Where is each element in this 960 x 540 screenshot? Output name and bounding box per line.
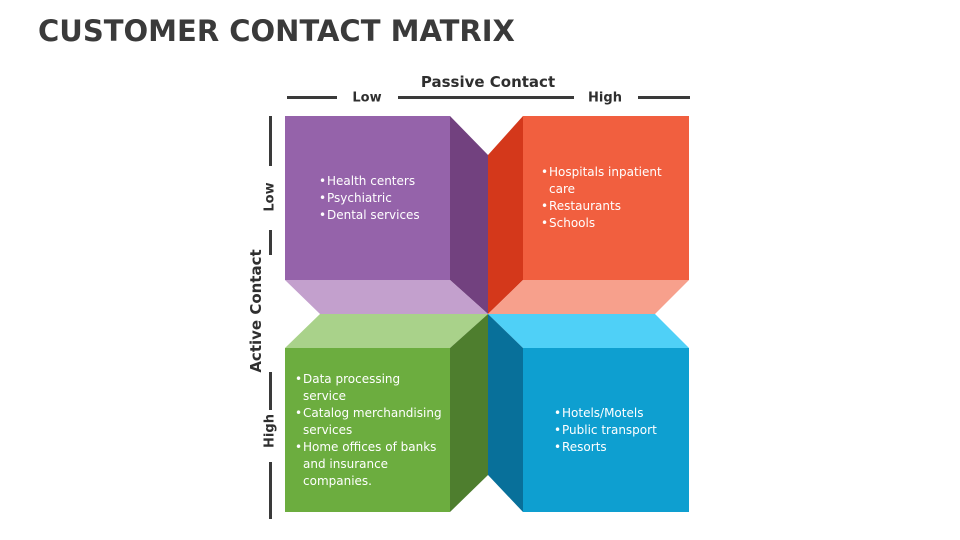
- list-item: Restaurants: [541, 198, 681, 215]
- list-item: Health centers: [319, 173, 444, 190]
- top-axis-rule-left: [287, 96, 337, 99]
- side-axis-rule-upper-mid: [269, 230, 272, 255]
- list-item: Hotels/Motels: [554, 405, 684, 422]
- quadrant-bottom-right-top: [488, 314, 689, 348]
- quadrant-top-left-side: [450, 116, 488, 314]
- list-item: Hospitals inpatient care: [541, 164, 681, 198]
- quadrant-bottom-left-top: [285, 314, 488, 348]
- list-item: Resorts: [554, 439, 684, 456]
- list-item: Catalog merchandising services: [295, 405, 445, 439]
- quadrant-bottom-left-list: Data processing service Catalog merchand…: [295, 371, 445, 490]
- quadrant-top-right-bottom: [488, 280, 689, 314]
- list-item: Public transport: [554, 422, 684, 439]
- quadrant-top-left-list: Health centers Psychiatric Dental servic…: [319, 173, 444, 224]
- list-item: Psychiatric: [319, 190, 444, 207]
- passive-contact-low-label: Low: [352, 90, 382, 106]
- quadrant-top-right-side: [488, 116, 523, 314]
- list-item: Home offices of banks and insurance comp…: [295, 439, 445, 490]
- quadrant-bottom-left-side: [450, 314, 488, 512]
- page-title: CUSTOMER CONTACT MATRIX: [38, 14, 515, 48]
- top-axis-rule-middle: [398, 96, 574, 99]
- quadrant-bottom-right-list: Hotels/Motels Public transport Resorts: [554, 405, 684, 456]
- quadrant-bottom-right-side: [488, 314, 523, 512]
- side-axis-rule-bottom: [269, 462, 272, 519]
- side-axis-rule-top: [269, 116, 272, 166]
- passive-contact-high-label: High: [588, 90, 622, 106]
- list-item: Schools: [541, 215, 681, 232]
- quadrant-top-left-bottom: [285, 280, 488, 314]
- side-axis-rule-lower-mid: [269, 372, 272, 410]
- list-item: Dental services: [319, 207, 444, 224]
- quadrant-top-right-list: Hospitals inpatient care Restaurants Sch…: [541, 164, 681, 232]
- list-item: Data processing service: [295, 371, 445, 405]
- top-axis-rule-right: [638, 96, 690, 99]
- passive-contact-axis-title: Passive Contact: [420, 73, 556, 91]
